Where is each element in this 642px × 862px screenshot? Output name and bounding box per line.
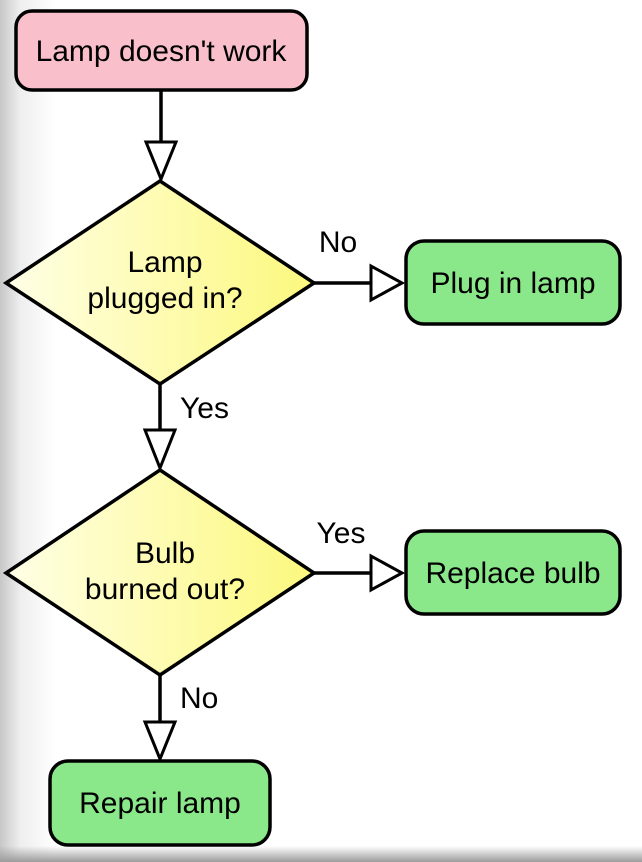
action-repair-lamp-node (48, 759, 272, 847)
edge-label-no-2: No (180, 682, 218, 715)
action-repair-lamp-label: Repair lamp (79, 787, 241, 820)
decision-lamp-plugged-label-line2: plugged in? (87, 282, 242, 315)
decision-bulb-burned-label-line2: burned out? (85, 573, 245, 606)
arrowhead-down-icon (142, 428, 178, 473)
decision-lamp-plugged-label-line1: Lamp (127, 246, 202, 279)
arrowhead-down-icon (142, 720, 178, 763)
edge-label-yes-1: Yes (180, 392, 229, 425)
edge-label-yes-2: Yes (317, 517, 366, 550)
arrowhead-down-icon (143, 140, 179, 183)
start-node (14, 9, 309, 92)
decision-bulb-burned-label-line1: Bulb (135, 537, 195, 570)
action-replace-bulb-node (404, 529, 622, 616)
arrowhead-right-icon (369, 553, 406, 593)
start-node-label: Lamp doesn't work (36, 35, 288, 68)
arrowhead-right-icon (369, 263, 406, 303)
action-plug-in-lamp-label: Plug in lamp (430, 267, 595, 300)
edge-label-no-1: No (319, 226, 357, 259)
action-plug-in-lamp-node (404, 239, 622, 326)
action-replace-bulb-label: Replace bulb (425, 557, 600, 590)
